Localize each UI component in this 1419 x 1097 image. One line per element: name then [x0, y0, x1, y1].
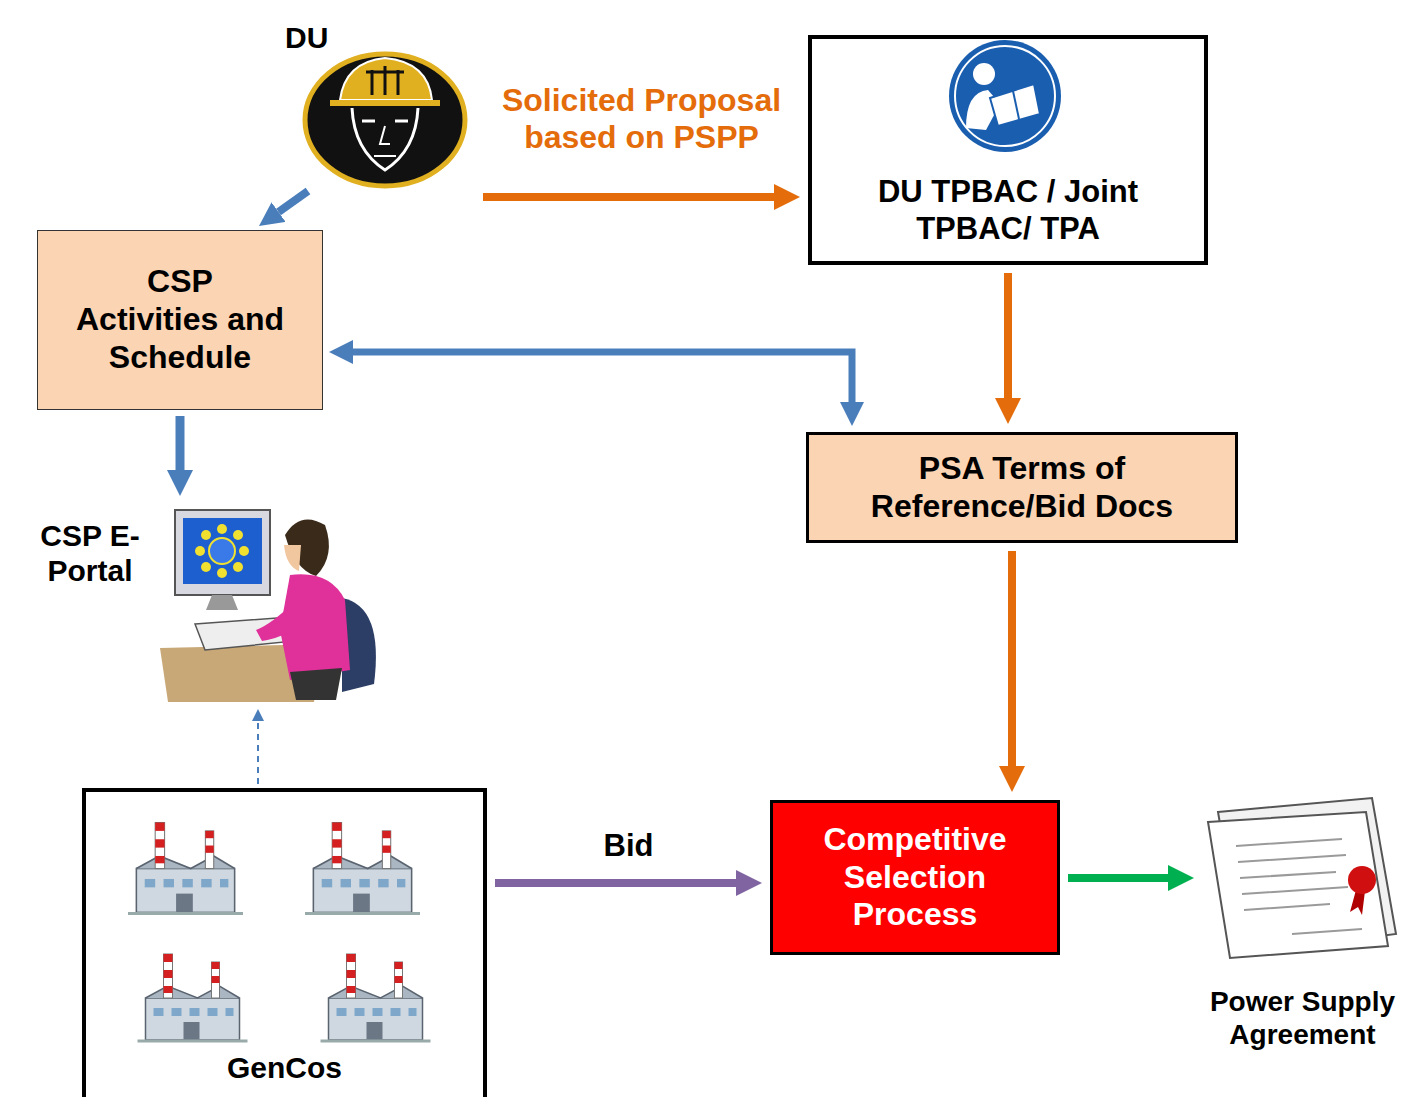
- flow-arrow: [495, 879, 736, 887]
- node-text: GenCos: [86, 1050, 483, 1085]
- document-box: PSA Terms of Reference/Bid Docs: [806, 432, 1238, 543]
- flow-arrow: [1008, 551, 1016, 766]
- gencos-box: GenCos: [82, 788, 487, 1097]
- power-plant-icons: [128, 823, 431, 1041]
- flow-arrow: [353, 352, 852, 402]
- flow-arrow: [257, 721, 259, 784]
- node-text: Competitive Selection Process: [785, 821, 1045, 934]
- flow-arrow: [279, 191, 308, 212]
- computer-user-icon: [160, 510, 376, 702]
- node-text: CSP Activities and Schedule: [73, 263, 287, 376]
- process-box: CSP Activities and Schedule: [37, 230, 323, 410]
- node-text: CSP E-Portal: [15, 518, 165, 589]
- agreement-node: Power Supply Agreement: [1190, 795, 1415, 1075]
- flow-arrow: [483, 193, 774, 201]
- du-node: DU: [280, 18, 475, 193]
- node-text: PSA Terms of Reference/Bid Docs: [819, 450, 1225, 526]
- edge-label: Bid: [569, 828, 689, 865]
- node-text: Power Supply Agreement: [1190, 985, 1415, 1051]
- selection-box: Competitive Selection Process: [770, 800, 1060, 955]
- edge-label: Solicited Proposal based on PSPP: [497, 82, 787, 158]
- flow-arrow: [1004, 273, 1012, 398]
- node-text: DU TPBAC / Joint TPBAC/ TPA: [818, 174, 1198, 247]
- node-text: DU: [285, 20, 365, 55]
- flow-arrow: [176, 416, 185, 470]
- agreement-document-icon: [1208, 798, 1396, 958]
- du-worker-icon: [305, 54, 465, 186]
- flow-arrow: [1068, 874, 1168, 882]
- reading-person-icon: [949, 40, 1061, 152]
- portal-node: CSP E-Portal: [10, 500, 395, 705]
- committee-box: DU TPBAC / Joint TPBAC/ TPA: [808, 35, 1208, 265]
